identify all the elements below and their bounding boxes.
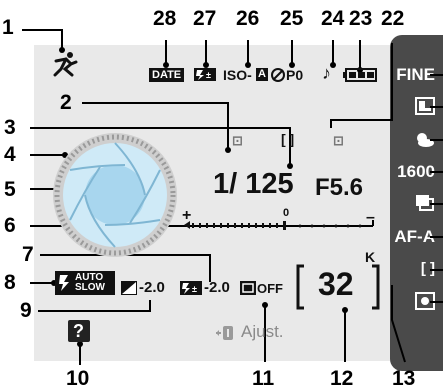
flash-auto-label: AUTO bbox=[75, 272, 104, 283]
active-d-lighting-icon bbox=[240, 281, 256, 295]
callout-13: 13 bbox=[392, 367, 416, 390]
exposure-indicator-scale bbox=[184, 221, 362, 230]
af-area-mode-label: [ ] bbox=[420, 260, 435, 277]
af-point-right-icon: ⊡ bbox=[333, 133, 344, 148]
callout-12: 12 bbox=[330, 367, 354, 390]
iso-auto-badge: A bbox=[256, 68, 268, 81]
image-quality-label: FINE bbox=[396, 65, 435, 84]
scale-minus-label: – bbox=[366, 209, 375, 226]
callout-2: 2 bbox=[60, 91, 72, 114]
shots-remaining-bracket bbox=[296, 264, 380, 310]
date-imprint-icon: DATE bbox=[149, 68, 185, 82]
callout-24: 24 bbox=[321, 7, 345, 30]
svg-text:±: ± bbox=[192, 284, 197, 294]
aperture-dial-graphic bbox=[53, 133, 177, 257]
iso-auto-label: ISO- bbox=[223, 67, 252, 83]
callout-3: 3 bbox=[4, 116, 16, 139]
exposure-comp-icon: + bbox=[121, 281, 137, 295]
callout-10: 10 bbox=[66, 367, 90, 390]
scale-zero-label: 0 bbox=[283, 207, 290, 219]
callout-8: 8 bbox=[4, 271, 16, 294]
af-mode-label: AF-A bbox=[394, 227, 435, 246]
callout-26: 26 bbox=[236, 7, 260, 30]
thousands-k-label: K bbox=[365, 249, 376, 265]
svg-text:+: + bbox=[124, 284, 128, 291]
callout-9: 9 bbox=[20, 299, 32, 322]
shooting-mode-sports-icon bbox=[53, 52, 78, 77]
callout-7: 7 bbox=[22, 243, 34, 266]
battery-icon bbox=[343, 68, 377, 82]
callout-27: 27 bbox=[193, 7, 217, 30]
exposure-comp-value: -2.0 bbox=[139, 279, 165, 296]
scale-plus-label: + bbox=[182, 207, 192, 224]
callout-22: 22 bbox=[381, 7, 405, 30]
picture-control-icon bbox=[271, 68, 285, 82]
flash-slow-label: SLOW bbox=[75, 282, 105, 293]
help-icon: ? bbox=[68, 320, 90, 342]
af-point-left-icon: ⊡ bbox=[232, 133, 243, 148]
aperture-value: F5.6 bbox=[315, 174, 364, 201]
flash-comp-value-icon: ± bbox=[180, 281, 202, 295]
callout-28: 28 bbox=[153, 7, 177, 30]
callout-6: 6 bbox=[4, 214, 16, 237]
adjust-label: Ajust. bbox=[241, 322, 284, 341]
callout-25: 25 bbox=[280, 7, 304, 30]
flash-mode-indicator: AUTO SLOW bbox=[55, 271, 115, 295]
callout-5: 5 bbox=[4, 178, 16, 201]
iso-sensitivity-label: 1600 bbox=[397, 162, 435, 181]
callout-11: 11 bbox=[252, 367, 275, 390]
picture-control-label: P0 bbox=[286, 67, 304, 83]
callout-23: 23 bbox=[349, 7, 373, 30]
shutter-speed-value: 1/ 125 bbox=[213, 168, 294, 200]
svg-text:±: ± bbox=[206, 70, 211, 80]
active-d-lighting-value: OFF bbox=[257, 281, 283, 296]
callout-4: 4 bbox=[4, 143, 16, 166]
shots-remaining-value: 32 bbox=[318, 266, 354, 302]
info-button-icon bbox=[216, 326, 233, 340]
callout-1: 1 bbox=[2, 16, 14, 39]
beep-icon: ♪ bbox=[322, 63, 331, 83]
flash-comp-value: -2.0 bbox=[204, 279, 230, 296]
flash-comp-icon: ± bbox=[194, 68, 216, 81]
af-area-indicator: [ ] bbox=[281, 131, 295, 147]
